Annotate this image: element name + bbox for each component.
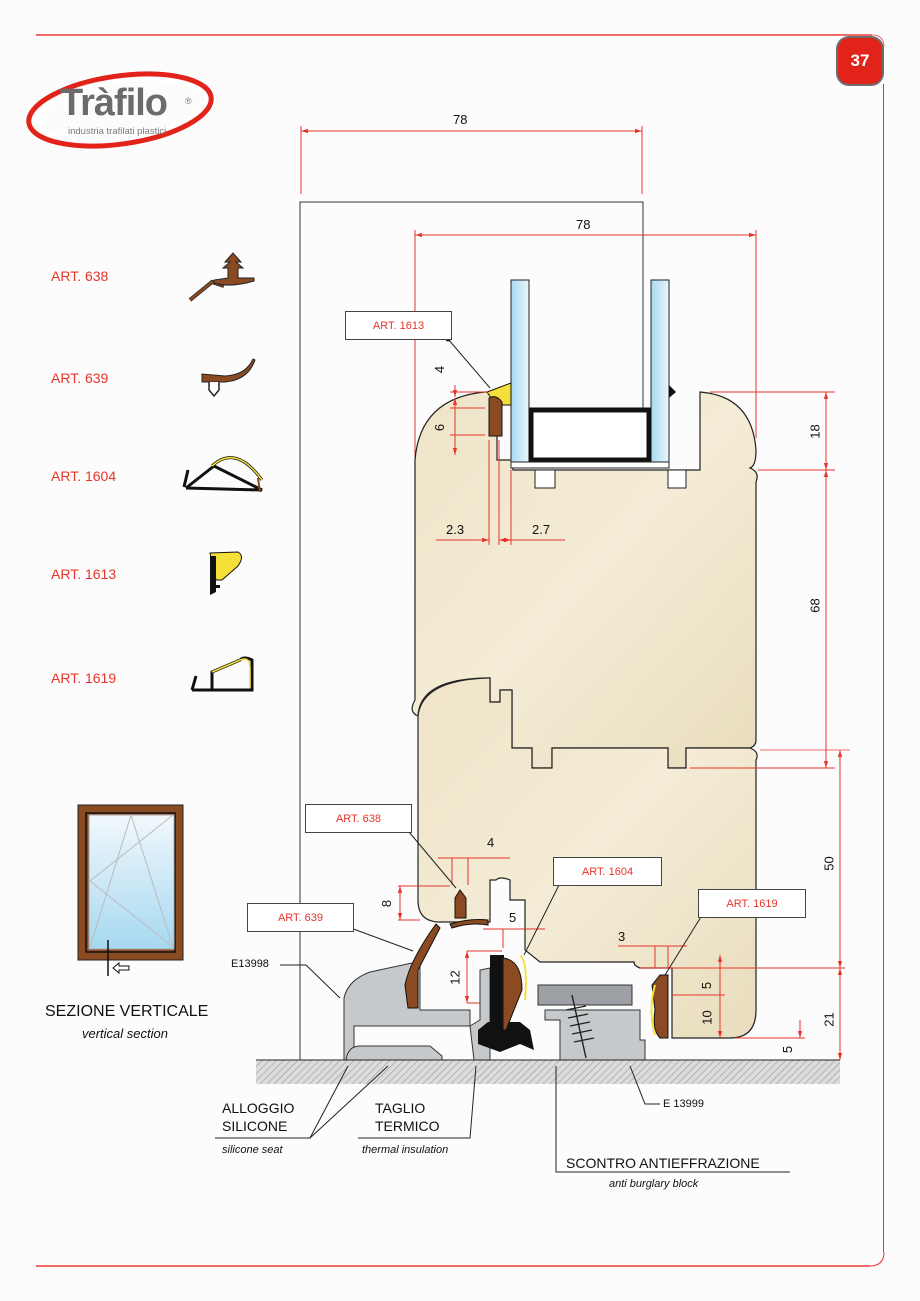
dim-2-3: 2.3 (446, 522, 465, 537)
floor-hatch (256, 1060, 840, 1084)
brand-tagline: industria trafilati plastici (68, 126, 167, 137)
dim-4-top: 4 (432, 365, 448, 374)
dim-68: 68 (807, 598, 823, 613)
note-silicone-title-2: SILICONE (222, 1118, 288, 1134)
legend-label-1604: ART. 1604 (51, 468, 117, 484)
dim-5-right: 5 (699, 981, 715, 990)
dim-12: 12 (447, 970, 463, 985)
page-number-badge: 37 (838, 38, 882, 84)
window-thumbnail (77, 804, 184, 976)
note-silicone-title-1: ALLOGGIO (222, 1100, 295, 1116)
dim-50: 50 (821, 856, 837, 871)
gasket-1613-icon (209, 551, 242, 595)
callout-art-1619: ART. 1619 (698, 889, 806, 918)
note-burglary-title: SCONTRO ANTIEFFRAZIONE (566, 1155, 760, 1171)
callout-art-638: ART. 638 (305, 804, 412, 833)
dim-21: 21 (821, 1012, 837, 1027)
note-burglary-sub: anti burglary block (609, 1178, 699, 1190)
note-thermal-title-2: TERMICO (375, 1118, 440, 1134)
legend-label-1619: ART. 1619 (51, 670, 117, 686)
dim-8: 8 (379, 899, 395, 908)
note-thermal-title-1: TAGLIO (375, 1100, 426, 1116)
gasket-638-icon (188, 252, 255, 302)
dim-5-mid: 5 (509, 910, 517, 925)
section-subtitle: vertical section (82, 1026, 168, 1041)
gasket-1619-icon (190, 656, 254, 692)
dim-2-7: 2.7 (532, 522, 551, 537)
gasket-1604-icon (182, 456, 264, 493)
note-silicone-sub: silicone seat (222, 1144, 283, 1156)
legend-label-1613: ART. 1613 (51, 566, 117, 582)
dim-5-floor: 5 (780, 1045, 796, 1054)
profile-code-right: E 13999 (663, 1098, 704, 1110)
dim-4-bottom: 4 (487, 835, 495, 850)
dim-3: 3 (618, 929, 626, 944)
legend-label-639: ART. 639 (51, 370, 109, 386)
logo-swoosh (26, 71, 214, 149)
brand-logo: Tràfilo (60, 82, 168, 124)
dim-sash-width: 78 (576, 217, 591, 232)
section-title: SEZIONE VERTICALE (45, 1003, 209, 1020)
gasket-639-icon (201, 358, 256, 398)
profile-code-left: E13998 (231, 958, 269, 970)
dim-10: 10 (699, 1010, 715, 1025)
dim-18: 18 (807, 424, 823, 439)
aluminium-profile (343, 889, 669, 1061)
callout-art-639: ART. 639 (247, 903, 354, 932)
callout-art-1613: ART. 1613 (345, 311, 452, 340)
legend-label-638: ART. 638 (51, 268, 109, 284)
note-thermal-sub: thermal insulation (362, 1144, 449, 1156)
callout-art-1604: ART. 1604 (553, 857, 662, 886)
page-border (36, 34, 885, 1267)
registered-mark: ® (185, 96, 192, 106)
dim-6: 6 (432, 423, 448, 432)
dim-top-width: 78 (453, 112, 468, 127)
